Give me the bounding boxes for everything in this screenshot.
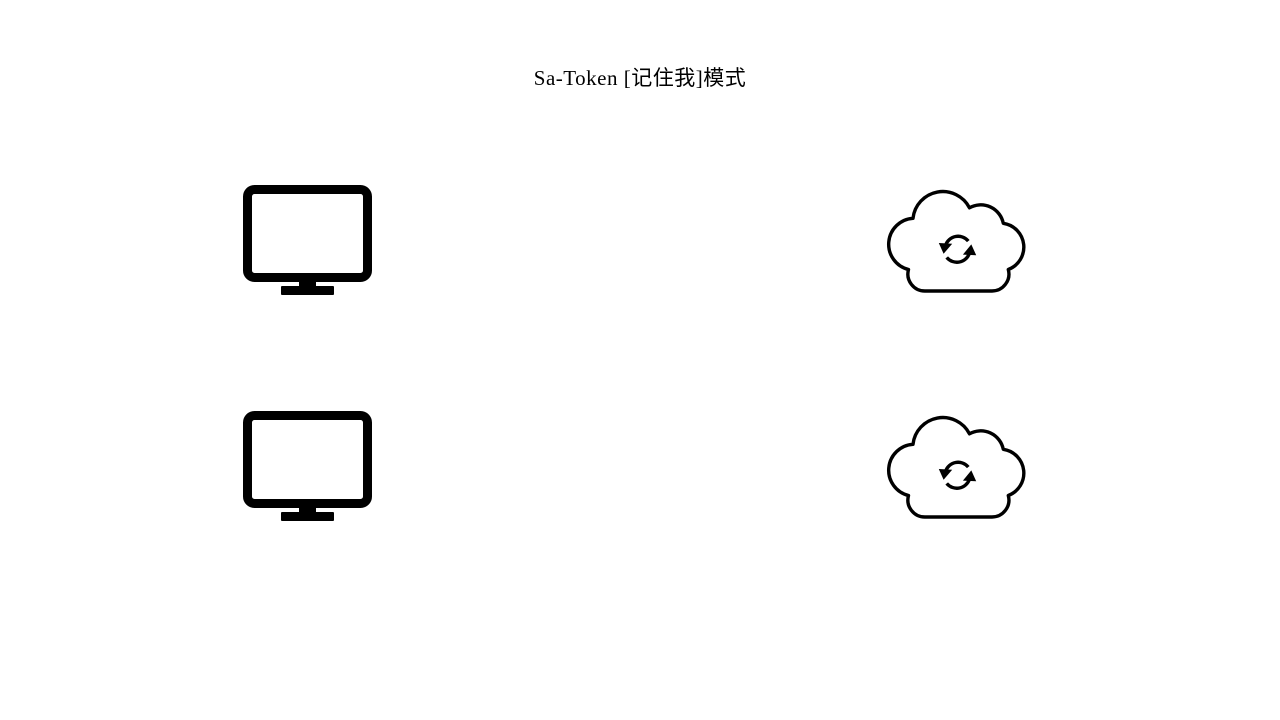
sync-arrows-icon (938, 460, 977, 490)
diagram-node-client-2 (243, 411, 373, 527)
cloud-sync-icon (885, 415, 1035, 523)
monitor-icon (243, 411, 373, 527)
page-title: Sa-Token [记住我]模式 (533, 66, 747, 90)
sync-arrows-icon (938, 234, 977, 264)
diagram-node-client-1 (243, 185, 373, 301)
diagram-node-server-1 (885, 189, 1035, 297)
monitor-icon (243, 185, 373, 301)
cloud-sync-icon (885, 189, 1035, 297)
diagram-node-server-2 (885, 415, 1035, 523)
